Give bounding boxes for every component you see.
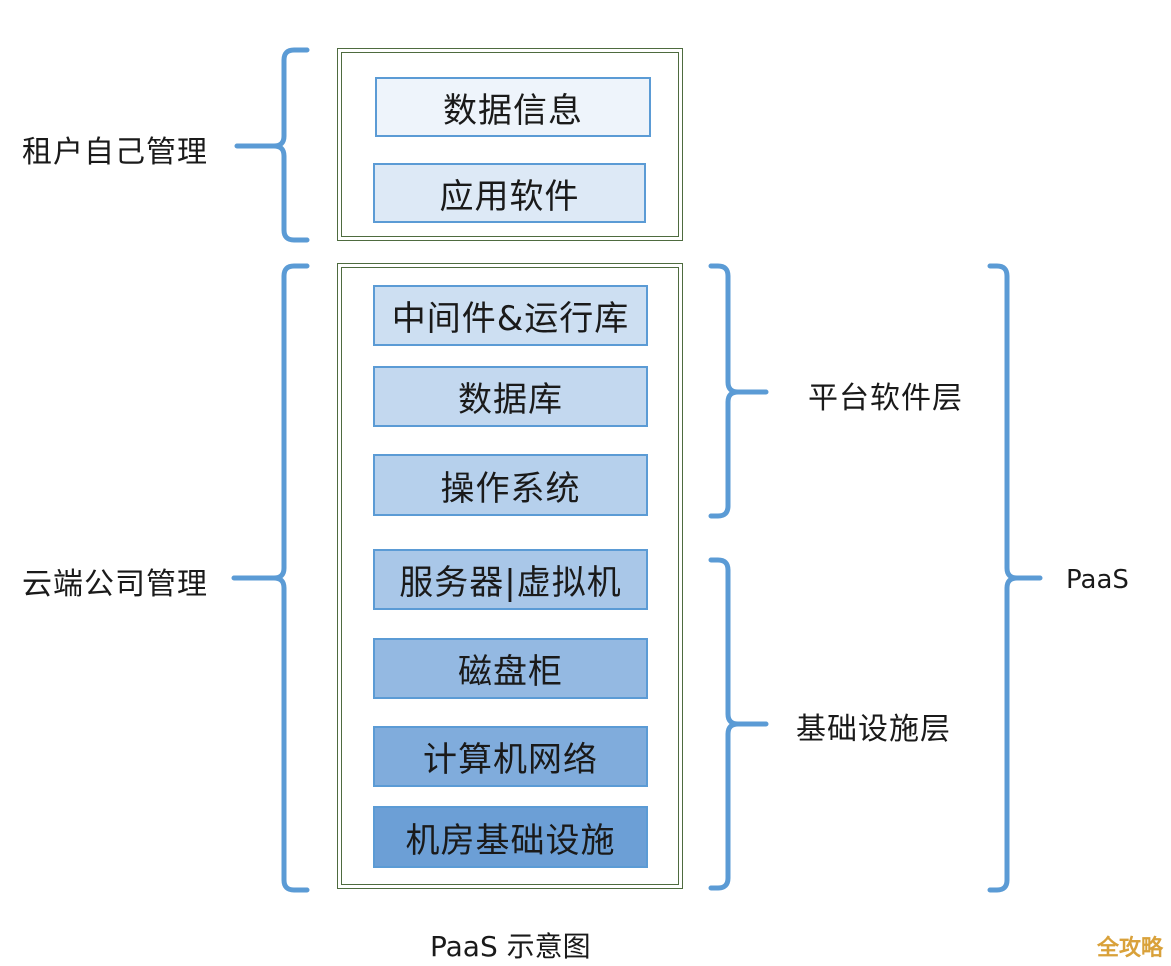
- tenant-managed-label: 租户自己管理: [22, 135, 208, 170]
- paas-label: PaaS: [1066, 565, 1129, 595]
- layer-datacenter-infrastructure: 机房基础设施: [373, 806, 648, 868]
- watermark-logo: 全攻略: [1096, 936, 1163, 961]
- layer-data-info: 数据信息: [375, 77, 651, 137]
- layer-server-vm: 服务器|虚拟机: [373, 549, 648, 610]
- infrastructure-layer-label: 基础设施层: [796, 712, 951, 747]
- cloud-managed-label: 云端公司管理: [22, 567, 208, 602]
- platform-software-bracket: [708, 263, 769, 519]
- layer-computer-network: 计算机网络: [373, 726, 648, 787]
- layer-database: 数据库: [373, 366, 648, 427]
- infrastructure-bracket: [708, 557, 769, 891]
- layer-operating-system: 操作系统: [373, 454, 648, 516]
- layer-application-software: 应用软件: [373, 163, 646, 223]
- tenant-bracket: [234, 47, 310, 243]
- tenant-managed-frame-inner: [341, 52, 679, 237]
- cloud-managed-frame-inner: [341, 267, 679, 885]
- cloud-bracket: [231, 263, 310, 893]
- platform-software-layer-label: 平台软件层: [808, 381, 963, 416]
- paas-bracket: [987, 263, 1043, 893]
- layer-middleware-runtime: 中间件&运行库: [373, 285, 648, 346]
- layer-disk-cabinet: 磁盘柜: [373, 638, 648, 699]
- diagram-caption: PaaS 示意图: [430, 930, 591, 963]
